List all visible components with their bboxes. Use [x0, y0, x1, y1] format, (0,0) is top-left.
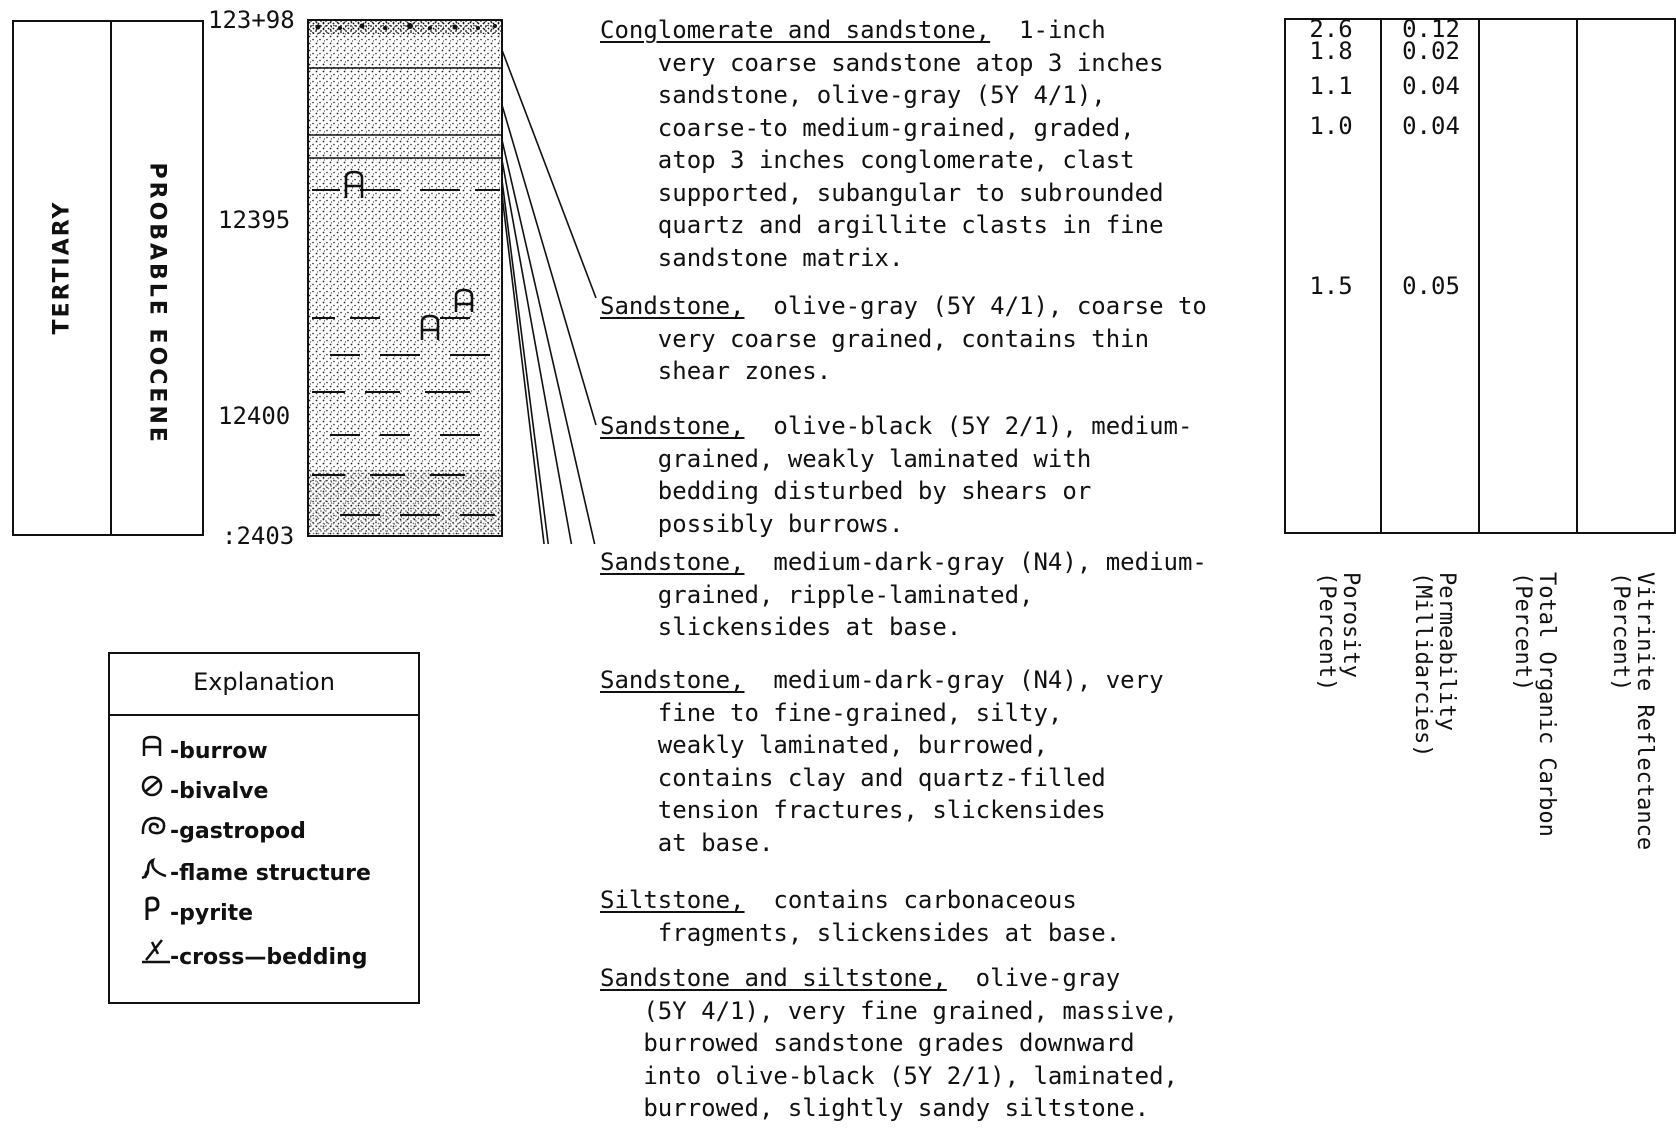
column-divider: [1380, 18, 1382, 534]
legend-item: -bivalve: [140, 774, 268, 804]
porosity-value: 1.0: [1286, 112, 1376, 140]
lithology-column: [300, 14, 610, 544]
porosity-value: 1.1: [1286, 72, 1376, 100]
description-heading: Siltstone,: [600, 886, 745, 914]
legend-label: -burrow: [170, 739, 268, 764]
permeability-value: 0.04: [1386, 72, 1476, 100]
description-heading: Sandstone,: [600, 548, 745, 576]
description-heading: Sandstone,: [600, 666, 745, 694]
legend-label: -flame structure: [170, 861, 371, 886]
permeability-value: 0.04: [1386, 112, 1476, 140]
flame-structure-icon: [140, 856, 170, 886]
depth-label: 12400: [218, 402, 290, 430]
description-4: Sandstone, medium-dark-gray (N4), medium…: [600, 546, 1260, 644]
depth-label: 12395: [218, 206, 290, 234]
legend-label: -pyrite: [170, 901, 253, 926]
cross-bedding-icon: [140, 936, 170, 970]
description-heading: Sandstone,: [600, 412, 745, 440]
description-6: Siltstone, contains carbonaceous fragmen…: [600, 884, 1260, 949]
legend-item: -gastropod: [140, 814, 306, 844]
permeability-header: Permeability (Millidarcies): [1410, 572, 1458, 757]
system-label: TERTIARY: [50, 198, 75, 338]
description-heading: Sandstone,: [600, 292, 745, 320]
leader-lines: [502, 50, 596, 544]
legend-title: Explanation: [108, 668, 420, 696]
description-text: 1-inch very coarse sandstone atop 3 inch…: [600, 16, 1164, 272]
legend-item: -pyrite: [140, 896, 253, 926]
porosity-value: 1.8: [1286, 40, 1376, 62]
description-2: Sandstone, olive-gray (5Y 4/1), coarse t…: [600, 290, 1260, 388]
description-5: Sandstone, medium-dark-gray (N4), very f…: [600, 664, 1260, 859]
legend-label: -gastropod: [170, 819, 306, 844]
description-text: medium-dark-gray (N4), very fine to fine…: [600, 666, 1164, 857]
bivalve-icon: [140, 774, 170, 804]
column-divider: [1478, 18, 1480, 534]
burrow-icon: [140, 734, 170, 764]
conglomerate-bed: [308, 20, 502, 34]
lower-bed: [308, 470, 502, 536]
legend-title-divider: [108, 714, 420, 716]
lithology-fill: [308, 20, 502, 536]
description-7: Sandstone and siltstone, olive-gray (5Y …: [600, 962, 1260, 1125]
legend-label: -bivalve: [170, 779, 268, 804]
series-label: PROBABLE EOCENE: [145, 163, 170, 373]
porosity-value: 1.5: [1286, 272, 1376, 300]
description-3: Sandstone, olive-black (5Y 2/1), medium-…: [600, 410, 1260, 540]
toc-header: Total Organic Carbon (Percent): [1510, 572, 1558, 837]
porosity-header: Porosity (Percent): [1314, 572, 1362, 691]
column-divider: [1576, 18, 1578, 534]
permeability-value: 0.02: [1386, 40, 1476, 62]
description-heading: Conglomerate and sandstone,: [600, 16, 990, 44]
legend-item: -burrow: [140, 734, 268, 764]
depth-label: :2403: [222, 522, 294, 550]
description-heading: Sandstone and siltstone,: [600, 964, 947, 992]
legend-item: -cross—bedding: [140, 936, 367, 970]
vitrinite-header: Vitrinite Reflectance (Percent): [1608, 572, 1656, 850]
description-1: Conglomerate and sandstone, 1-inch very …: [600, 14, 1260, 274]
gastropod-icon: [140, 814, 170, 844]
pyrite-icon: [140, 896, 170, 926]
legend-label: -cross—bedding: [170, 945, 367, 970]
permeability-value: 0.05: [1386, 272, 1476, 300]
depth-label: 123+98: [208, 6, 295, 34]
legend-item: -flame structure: [140, 856, 371, 886]
